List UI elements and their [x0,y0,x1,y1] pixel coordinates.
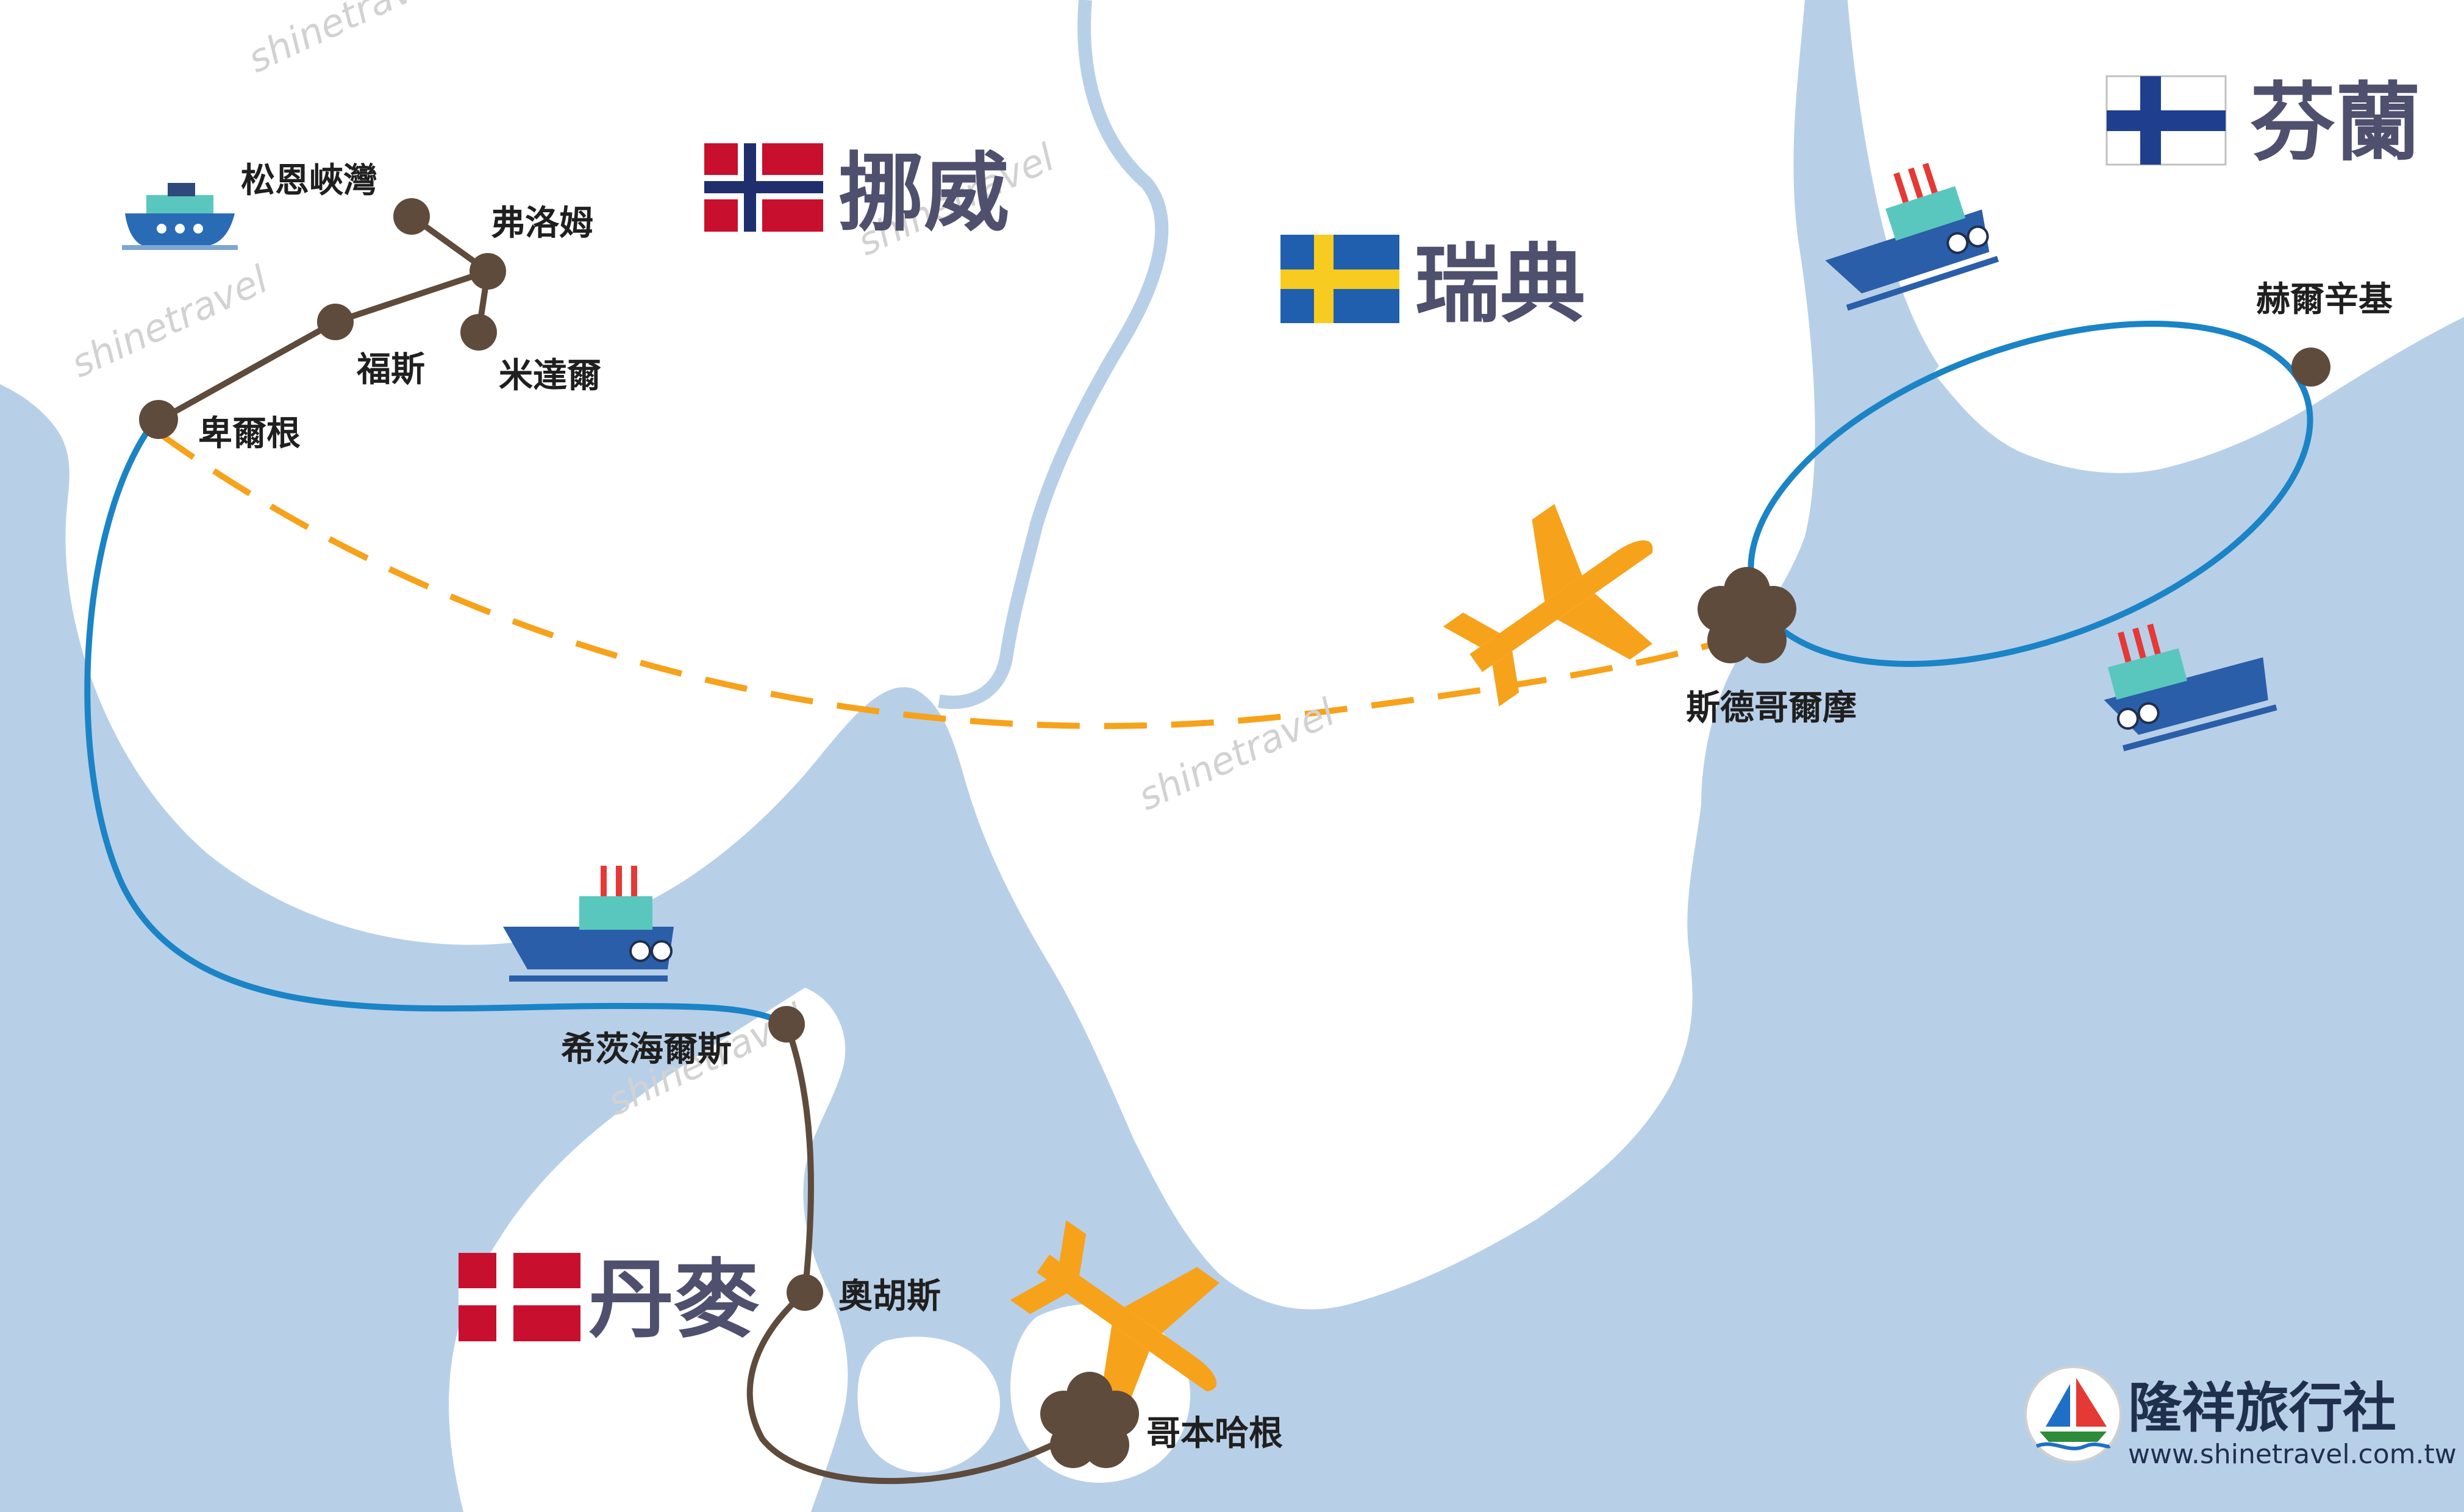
rail-aarhus-copenhagen [746,1289,1088,1485]
city-marker-myrdal [460,314,497,351]
denmark-funen-land [857,1336,1001,1473]
city-label-copenhagen: 哥本哈根 [1146,1414,1283,1453]
city-label-bergen: 卑爾根 [198,414,301,454]
gulf-of-bothnia [1800,0,1939,395]
city-marker-hirtshals [768,1006,805,1043]
finland-flag-icon [2105,75,2227,166]
city-label-hirtshals: 希茨海爾斯 [561,1030,732,1069]
city-marker-helsinki [2291,348,2330,387]
ferry-bergen-hirtshals [84,430,790,1027]
city-label-stockholm: 斯德哥爾摩 [1686,688,1857,728]
city-marker-aarhus [787,1274,823,1311]
brand-url: www.shinetravel.com.tw [2128,1439,2457,1470]
country-label-denmark: 丹麥 [588,1250,760,1350]
country-label-norway: 挪威 [838,144,1009,243]
rail-voss-myrdal-junction [332,268,491,325]
city-label-flam: 弗洛姆 [491,204,593,243]
ship-icon [122,183,238,250]
city-label-aarhus: 奧胡斯 [838,1277,941,1316]
city-label-sognefjord: 松恩峽灣 [241,161,377,201]
city-marker-stockholm [1698,567,1796,663]
ship-icon [2104,623,2277,752]
city-markers [139,198,2330,1468]
country-label-sweden: 瑞典 [1415,235,1585,335]
city-label-voss: 福斯 [356,350,425,390]
norway-sweden-border [938,0,1169,709]
city-marker-junction [470,253,506,290]
city-label-helsinki: 赫爾辛基 [2256,280,2393,319]
country-label-finland: 芬蘭 [2250,74,2421,173]
airplane-icon [1443,504,1653,707]
rail-hirtshals-aarhus [784,1021,814,1296]
ship-icon [503,866,674,982]
city-label-myrdal: 米達爾 [499,356,601,396]
sweden-flag-icon [1280,235,1399,323]
city-marker-voss [317,304,354,340]
brand-logo [2024,1366,2122,1463]
city-marker-copenhagen [1040,1372,1139,1468]
denmark-flag-icon [459,1253,580,1341]
city-labels: 松恩峽灣 弗洛姆 福斯 米達爾 卑爾根 斯德哥爾摩 赫爾辛基 希茨海爾斯 奧胡斯… [198,161,2393,1453]
scandinavia-land [0,0,1815,1310]
ship-icon [1825,163,1999,311]
sailboat-icon [2035,1378,2111,1450]
city-marker-bergen [139,400,178,439]
brand-name: 隆祥旅行社 [2128,1377,2396,1439]
city-marker-flam [393,198,430,235]
norway-flag-icon [704,143,823,232]
rail-bergen-voss [155,319,338,424]
